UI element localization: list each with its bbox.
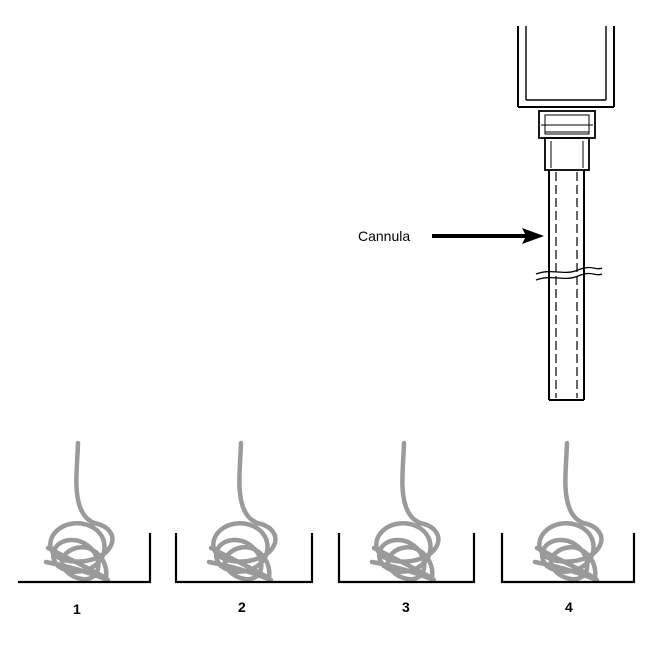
cannula-label: Cannula — [358, 228, 410, 244]
fiber-coil-1 — [46, 443, 112, 580]
dish-1 — [18, 533, 152, 584]
container-4: 4 — [500, 443, 636, 615]
dish-4 — [500, 533, 636, 584]
needle-hub — [538, 110, 596, 171]
container-label-1: 1 — [73, 601, 81, 617]
fiber-coil-4 — [535, 443, 601, 580]
container-label-2: 2 — [238, 599, 246, 615]
dish-3 — [337, 533, 476, 584]
dish-2 — [174, 533, 314, 584]
syringe-barrel — [517, 26, 615, 108]
fiber-coil-3 — [372, 443, 438, 580]
cannula-tube — [535, 170, 603, 401]
container-2: 2 — [174, 443, 314, 615]
container-3: 3 — [337, 443, 476, 615]
container-1: 1 — [18, 443, 152, 617]
callout-arrow — [432, 228, 544, 244]
container-label-3: 3 — [402, 599, 410, 615]
container-label-4: 4 — [565, 599, 573, 615]
fiber-coil-2 — [209, 443, 275, 580]
